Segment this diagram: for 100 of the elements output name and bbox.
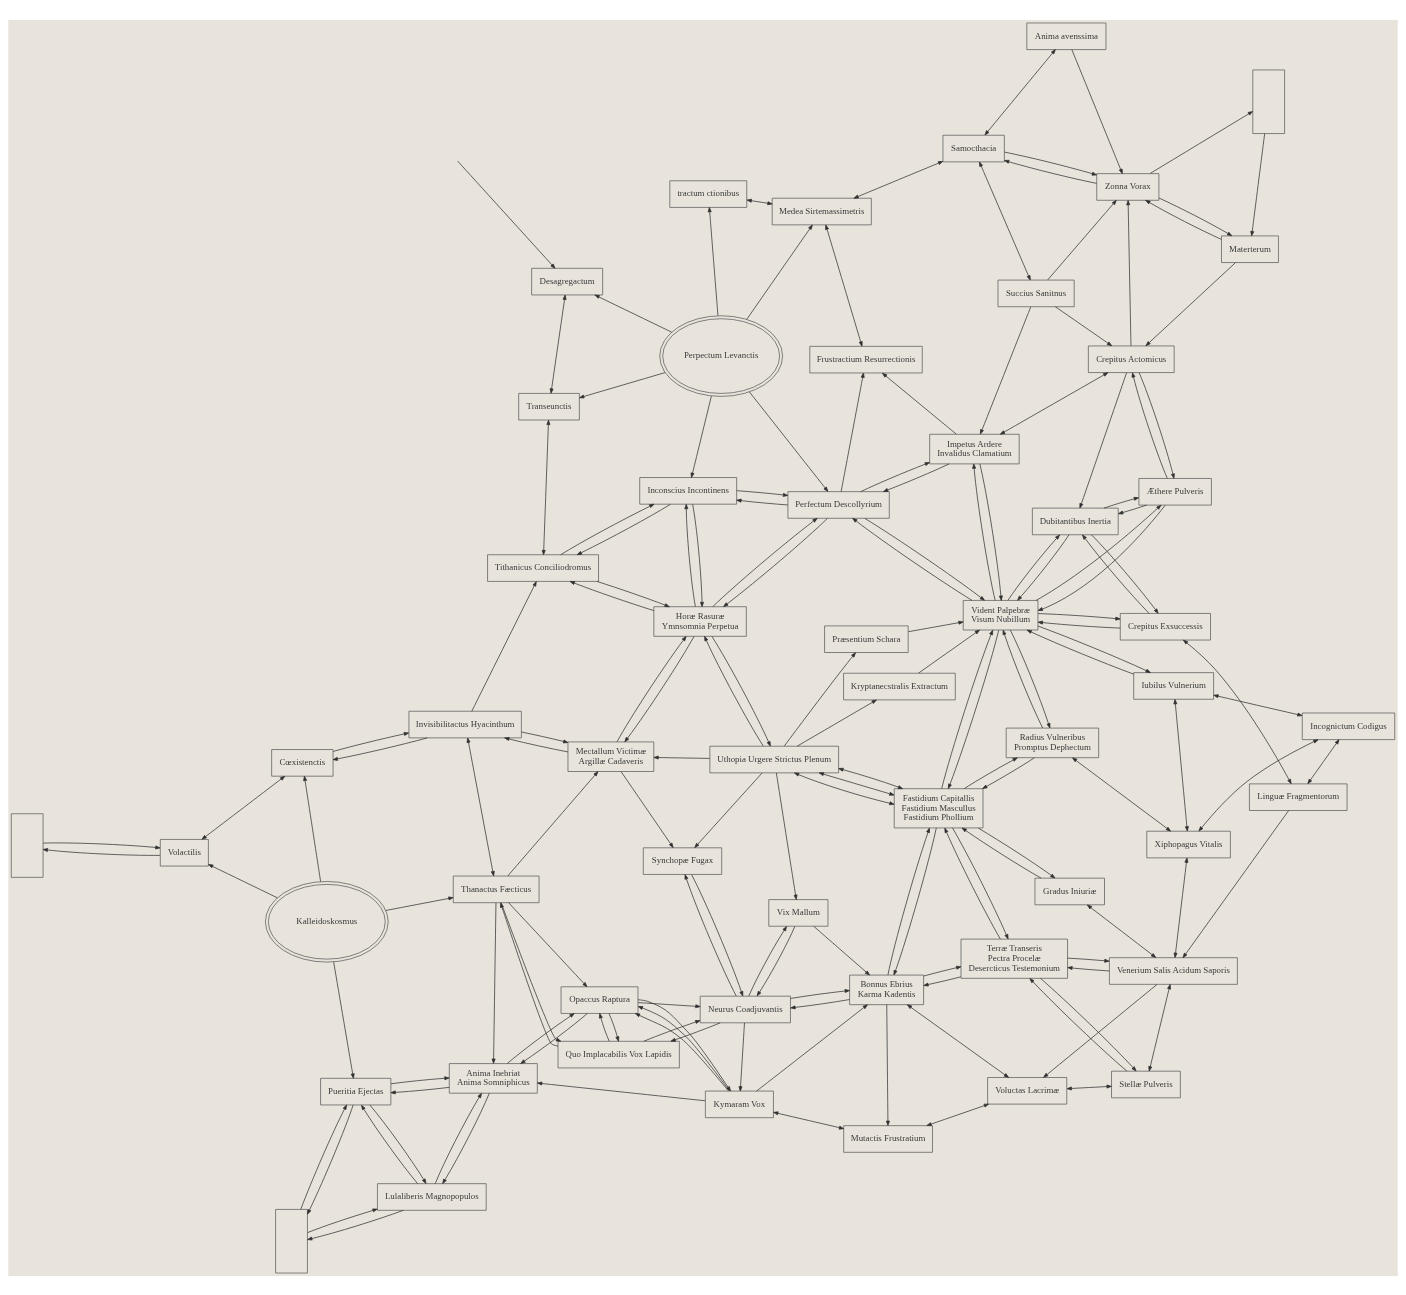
arrow	[1037, 625, 1151, 673]
node-box	[275, 1208, 308, 1273]
arrow	[907, 1003, 1009, 1078]
arrow	[1250, 132, 1265, 236]
arrow	[790, 988, 850, 999]
arrow	[541, 419, 551, 555]
arrow	[521, 731, 569, 743]
node-box: Æthere Pulveris	[1138, 477, 1212, 505]
arrow	[624, 635, 695, 742]
arrow	[653, 755, 711, 759]
arrow	[749, 391, 829, 492]
node-box: Samocthacia	[942, 134, 1005, 162]
node-box: tractum ctionibus	[669, 179, 748, 208]
node-box: Tithanicus Conciliodromus	[487, 553, 599, 582]
arrow	[707, 206, 719, 316]
arrow	[840, 372, 865, 492]
arrow	[579, 371, 666, 398]
arrow	[1047, 199, 1117, 280]
arrow	[736, 489, 789, 497]
arrow	[307, 1209, 404, 1240]
node-box: Frustractium Resurrectionis	[809, 345, 923, 373]
node-box: Perfectum Descollyrium	[787, 490, 890, 519]
arrow	[690, 395, 712, 478]
node-box: Synchopæ Fugax	[642, 846, 723, 875]
arrow	[692, 503, 704, 607]
arrow	[952, 827, 1009, 939]
node-box: Anima Inebriat Anima Somniphicus	[448, 1062, 538, 1094]
arrow	[608, 1012, 620, 1042]
arrow	[520, 1012, 588, 1064]
arrow	[1002, 629, 1044, 728]
arrow	[300, 1104, 347, 1210]
arrow	[369, 1104, 427, 1184]
arrow	[723, 517, 828, 607]
arrow	[537, 1081, 706, 1101]
arrow	[684, 503, 696, 607]
arrow	[711, 635, 771, 746]
arrow	[332, 737, 428, 761]
node-box: Neurus Coadjuvantis	[699, 995, 791, 1023]
arrow	[1082, 534, 1150, 614]
arrow	[825, 224, 863, 347]
node-box: Venerium Salis Acidum Saporis	[1109, 956, 1238, 985]
arrow	[1026, 629, 1134, 675]
node-box: Zonna Vorax	[1096, 172, 1160, 201]
arrow	[882, 372, 957, 434]
arrow	[883, 463, 950, 492]
arrow	[977, 827, 1056, 878]
arrow	[756, 925, 796, 996]
arrow	[923, 965, 962, 976]
arrow	[42, 847, 161, 856]
arrow	[569, 580, 655, 611]
node-box: Mectallum Victimæ Argillæ Cadaveris	[567, 741, 655, 772]
arrow	[860, 461, 930, 492]
node-box: Crepitus Actomicus	[1087, 345, 1175, 373]
arrow	[1307, 738, 1340, 784]
arrow	[1183, 639, 1292, 784]
arrow	[961, 827, 1042, 878]
arrow	[1079, 371, 1127, 508]
arrow	[549, 294, 567, 394]
arrow	[616, 635, 687, 742]
arrow	[1029, 977, 1128, 1071]
arrow	[560, 503, 655, 555]
arrow	[1182, 809, 1289, 958]
arrow	[1198, 738, 1319, 831]
arrow	[390, 1086, 450, 1094]
arrow	[979, 161, 1031, 280]
arrow	[794, 772, 895, 805]
arrow	[775, 772, 798, 900]
arrow	[923, 975, 962, 986]
node-box: Volactilis	[159, 838, 209, 866]
arrow	[1007, 534, 1060, 601]
arrow	[704, 635, 764, 746]
arrow	[756, 1003, 868, 1091]
arrow	[596, 580, 670, 607]
arrow	[684, 873, 737, 996]
node-box: Radius Vulneribus Promptus Dephectum	[1005, 727, 1100, 758]
arrow	[1004, 151, 1097, 176]
arrow	[1126, 199, 1132, 346]
node-box: Desagregactum	[531, 267, 603, 295]
arrow	[457, 160, 556, 269]
arrow	[1054, 305, 1113, 346]
arrow	[491, 902, 497, 1064]
arrow	[598, 1012, 610, 1042]
arrow	[1149, 110, 1253, 174]
node-box: Pueritia Ejectas	[320, 1077, 392, 1105]
node-box: Voluctas Lacrimæ	[987, 1076, 1068, 1104]
node-box: Kymaram Vox	[705, 1090, 774, 1118]
arrow	[333, 961, 355, 1079]
arrow	[390, 1075, 450, 1084]
node-box: Stellæ Pulveris	[1111, 1070, 1181, 1098]
arrow	[982, 756, 1035, 789]
arrow	[999, 371, 1109, 435]
arrow	[1131, 371, 1168, 479]
arrow	[748, 925, 787, 996]
arrow	[773, 1110, 845, 1130]
arrow	[385, 896, 454, 911]
node-box: Medea Sirtemassimetris	[771, 197, 872, 225]
arrow	[1067, 965, 1110, 971]
arrow	[736, 498, 789, 505]
arrow	[944, 827, 1001, 939]
arrow	[1072, 757, 1171, 831]
